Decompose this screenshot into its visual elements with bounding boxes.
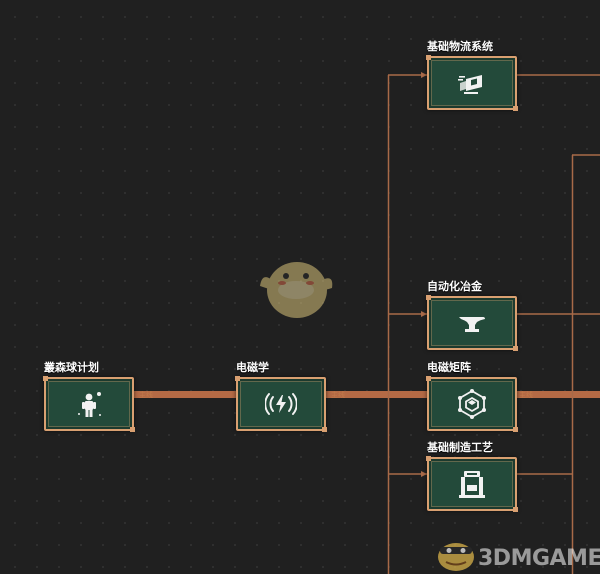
tech-node-label: 电磁学 [236, 361, 269, 374]
branch-arrow [421, 471, 427, 477]
matrix-cube-icon [458, 389, 486, 419]
watermark-logo-icon [438, 543, 474, 571]
tech-node-button[interactable] [43, 376, 135, 432]
tech-node-label: 基础物流系统 [427, 40, 493, 53]
mascot-watermark-icon [260, 262, 333, 318]
main-line-link [133, 391, 600, 398]
tech-node-label: 电磁矩阵 [427, 361, 471, 374]
electromagnetism-icon [265, 393, 297, 415]
assembler-icon [459, 471, 485, 498]
tech-node-button[interactable] [426, 376, 518, 432]
anvil-icon [459, 317, 485, 332]
tech-node-label: 叢森球计划 [44, 361, 99, 374]
main-line-tag: 主线 [331, 391, 345, 399]
tech-node-button[interactable] [426, 295, 518, 351]
main-line-tag: 主线 [519, 391, 533, 399]
watermark-text: 3DMGAME [478, 546, 600, 571]
tech-node-button[interactable] [426, 456, 518, 512]
tech-node-label: 自动化冶金 [427, 280, 482, 293]
branch-arrow [421, 72, 427, 78]
tech-node-button[interactable] [235, 376, 327, 432]
branch-arrow [421, 311, 427, 317]
main-line-tag: 主线 [139, 391, 153, 399]
tech-node-button[interactable] [426, 55, 518, 111]
tech-node-label: 基础制造工艺 [427, 441, 493, 454]
astronaut-icon [78, 392, 101, 417]
logistics-icon [458, 75, 482, 94]
